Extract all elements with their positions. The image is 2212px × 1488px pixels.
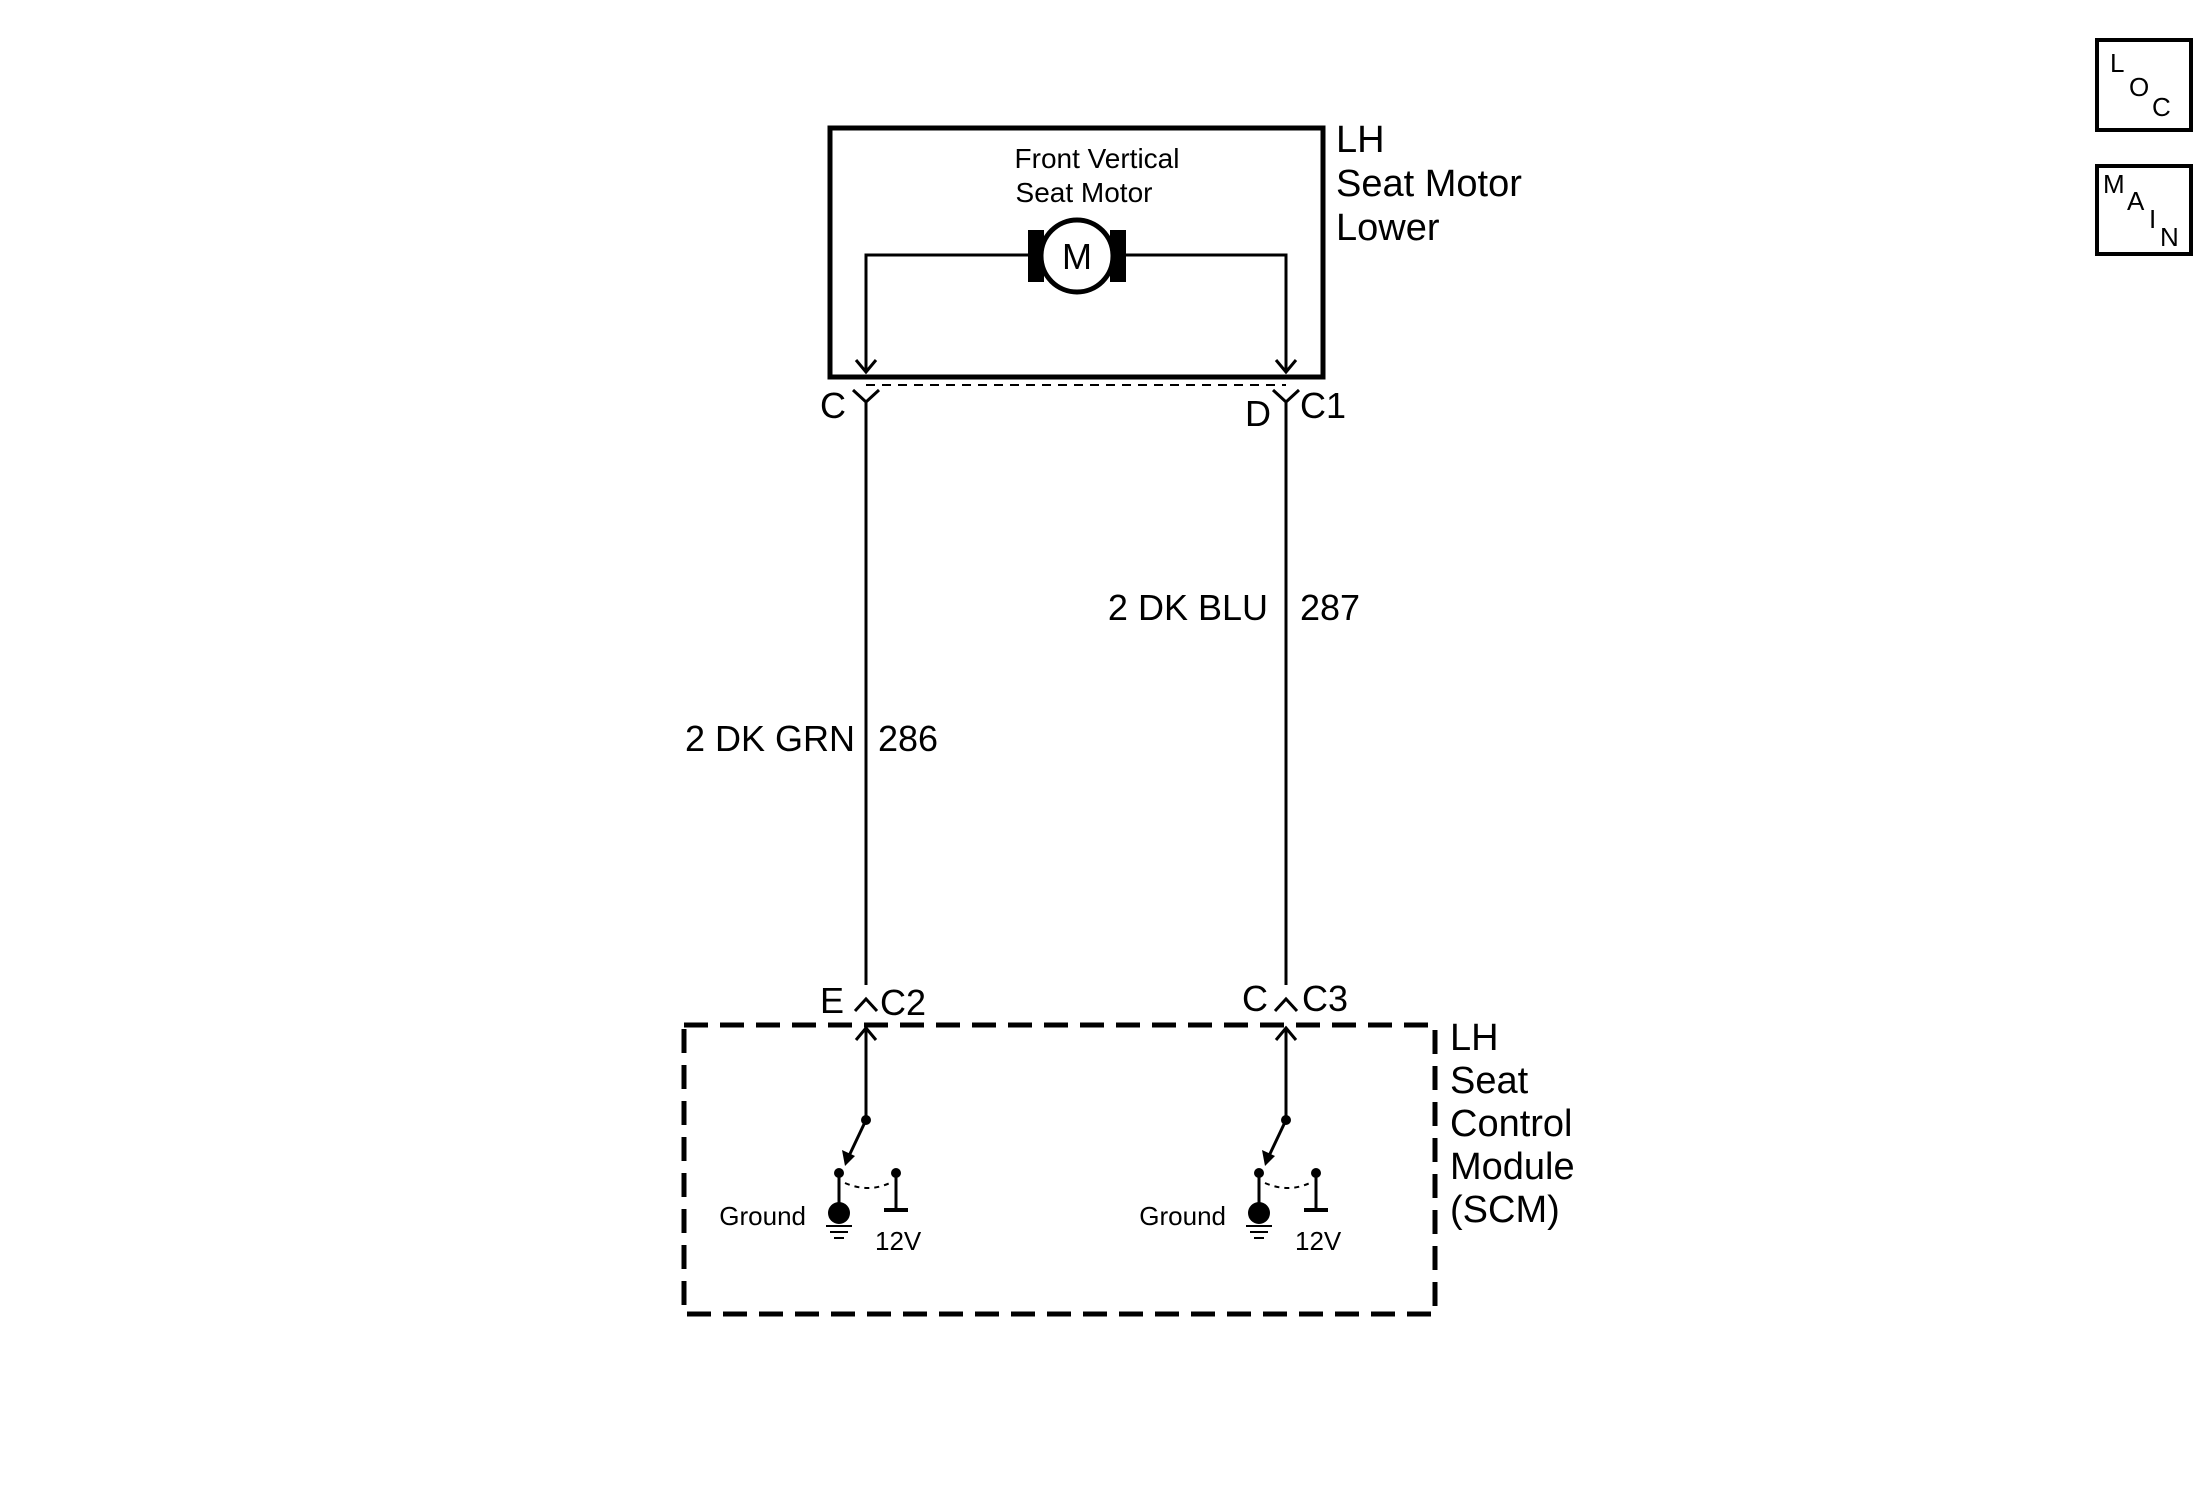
main-button-letter-4: N xyxy=(2160,222,2179,252)
connector-c1-pin-c-icon xyxy=(851,388,881,405)
wire-286-color: 2 DK GRN xyxy=(685,718,855,759)
component-bottom-line2: Seat xyxy=(1450,1060,1529,1102)
component-top-line2: Seat Motor xyxy=(1336,163,1522,205)
arrow-head-right xyxy=(1274,359,1298,375)
connector-bottom-left-name: C2 xyxy=(880,982,926,1023)
component-bottom-line4: Module xyxy=(1450,1146,1575,1188)
connector-c1-pin-d-icon xyxy=(1271,388,1301,405)
switch-left: Ground 12V xyxy=(719,1025,922,1256)
motor-symbol-label: M xyxy=(1062,236,1092,277)
scm-box xyxy=(681,1022,1438,1317)
switch-right-ground-label: Ground xyxy=(1139,1201,1226,1231)
wire-287-color: 2 DK BLU xyxy=(1108,587,1268,628)
seat-motor-box xyxy=(827,125,1326,380)
loc-button-letter-1: L xyxy=(2110,48,2124,78)
connectors-bottom: E C2 C C3 xyxy=(820,978,1348,1023)
connector-c1: C D C1 xyxy=(820,384,1346,434)
wire-286-circuit: 286 xyxy=(878,718,938,759)
switch-left-arrow-icon xyxy=(854,1025,878,1041)
wires: 2 DK GRN 286 2 DK BLU 287 xyxy=(685,402,1360,985)
main-button[interactable]: M A I N xyxy=(2095,164,2193,256)
main-button-letter-1: M xyxy=(2103,169,2125,199)
motor-internal-wire-right xyxy=(1124,253,1288,372)
component-top-line3: Lower xyxy=(1336,207,1440,249)
ground-icon xyxy=(826,1225,852,1239)
motor-label-line1: Front Vertical xyxy=(1015,143,1180,174)
connector-c2-pin-icon xyxy=(853,996,879,1013)
wire-287-circuit: 287 xyxy=(1300,587,1360,628)
switch-right-blade-arrow-icon xyxy=(1262,1150,1275,1166)
motor-internal-wire-left xyxy=(864,253,1030,372)
component-bottom-line5: (SCM) xyxy=(1450,1189,1560,1231)
motor-icon: M xyxy=(1028,217,1126,295)
main-button-letter-2: A xyxy=(2127,186,2145,216)
ground-contact-icon xyxy=(828,1202,850,1224)
motor-label-line2: Seat Motor xyxy=(1016,177,1153,208)
arrow-head-left xyxy=(854,359,878,375)
connector-bottom-right-pin: C xyxy=(1242,978,1268,1019)
component-top-line1: LH xyxy=(1336,119,1385,161)
component-bottom-line1: LH xyxy=(1450,1017,1499,1059)
main-button-letter-3: I xyxy=(2149,204,2156,234)
switch-left-voltage-label: 12V xyxy=(875,1226,922,1256)
connector-top-left-pin: C xyxy=(820,385,846,426)
switch-left-blade-arrow-icon xyxy=(842,1150,855,1166)
loc-button-letter-2: O xyxy=(2129,72,2149,102)
loc-button[interactable]: L O C xyxy=(2095,38,2193,132)
ground-contact-icon xyxy=(1248,1202,1270,1224)
switch-right-arrow-icon xyxy=(1274,1025,1298,1041)
seat-motor-component: Front Vertical Seat Motor M LH Seat Moto… xyxy=(827,119,1522,380)
component-bottom-line3: Control xyxy=(1450,1103,1573,1145)
switch-right: Ground 12V xyxy=(1139,1025,1342,1256)
connector-bottom-right-name: C3 xyxy=(1302,978,1348,1019)
connector-c3-pin-icon xyxy=(1273,996,1299,1013)
switch-right-voltage-label: 12V xyxy=(1295,1226,1342,1256)
loc-button-letter-3: C xyxy=(2152,92,2171,122)
connector-top-right-pin: D xyxy=(1245,393,1271,434)
connector-bottom-left-pin: E xyxy=(820,980,844,1021)
switch-left-ground-label: Ground xyxy=(719,1201,806,1231)
seat-control-module: LH Seat Control Module (SCM) Ground xyxy=(681,1017,1575,1317)
connector-top-name: C1 xyxy=(1300,385,1346,426)
ground-icon xyxy=(1246,1225,1272,1239)
